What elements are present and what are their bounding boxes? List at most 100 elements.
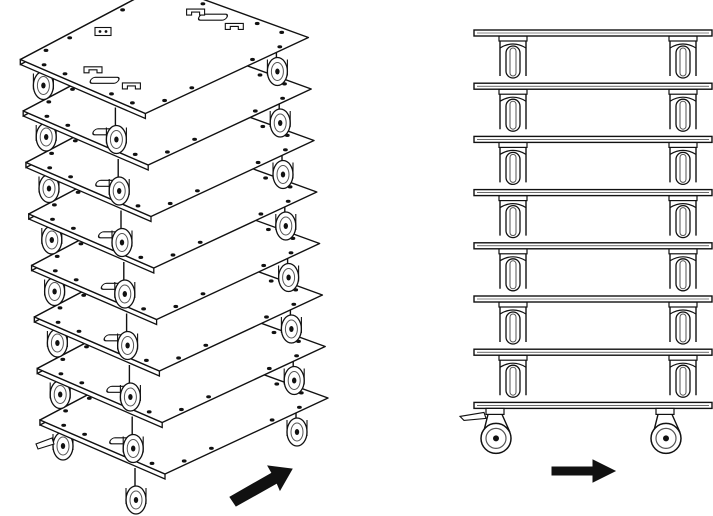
caster-wheel-tread — [485, 427, 507, 449]
caster-hub — [119, 239, 125, 246]
caster-wheel-tread — [290, 422, 304, 442]
caster-hub — [493, 435, 499, 442]
caster-hub — [125, 342, 130, 349]
caster-mount-plate — [668, 88, 698, 95]
caster-wheel-tread — [39, 127, 53, 147]
caster-wheel-edge — [675, 45, 691, 79]
bolt-hole — [76, 329, 82, 333]
caster-wheel-tread — [42, 179, 56, 198]
caster-wheel-tread — [509, 47, 517, 77]
caster-wheel-tread — [118, 284, 132, 304]
caster-mount-plate — [498, 354, 528, 361]
bolt-hole — [82, 432, 87, 436]
bolt-hole — [71, 226, 76, 230]
caster-hub — [289, 326, 294, 332]
push-direction-arrow-right — [551, 459, 617, 483]
caster-fork — [669, 94, 697, 130]
bolt-hole — [41, 63, 47, 67]
caster-fork — [125, 488, 147, 504]
platform-top — [19, 0, 310, 115]
caster-hub — [131, 445, 136, 452]
bolt-hole — [294, 354, 299, 358]
caster-fork-crown — [669, 309, 697, 315]
bolt-hole — [44, 114, 50, 118]
caster-fork — [114, 282, 136, 298]
bolt-hole — [55, 320, 61, 324]
caster-wheel-tread — [509, 100, 517, 130]
caster-wheel-tread — [679, 207, 687, 237]
bolt-hole — [257, 73, 263, 77]
caster-wheel-tread — [56, 436, 70, 456]
handle-slot — [89, 76, 120, 84]
caster-wheel-tread — [655, 427, 677, 449]
caster-fork-crown — [669, 43, 697, 49]
caster-fork-crown — [669, 256, 697, 262]
caster-wheel-edge — [505, 45, 521, 79]
bolt-hole — [252, 109, 258, 113]
caster-fork — [286, 420, 308, 436]
caster-fork — [669, 147, 697, 183]
bolt-hole — [86, 396, 92, 400]
caster-hub — [58, 391, 63, 398]
caster-fork — [499, 200, 527, 236]
caster-hub — [128, 394, 133, 400]
bolt-hole — [285, 199, 291, 203]
caster-fork — [275, 214, 297, 230]
bolt-hole — [280, 96, 285, 100]
caster-wheel-tread — [48, 282, 62, 301]
bolt-hole — [277, 45, 283, 49]
bolt-hole — [58, 372, 64, 376]
caster-wheel-edge — [505, 364, 521, 398]
bolt-hole — [206, 395, 212, 399]
caster-wheel-tread — [679, 313, 687, 343]
caster-wheel-tread — [53, 385, 67, 404]
caster-brake-pedal — [458, 411, 487, 421]
caster-hub — [49, 237, 54, 243]
caster-wheel-tread — [509, 260, 517, 290]
caster-fork — [111, 230, 133, 247]
bolt-hole — [195, 189, 200, 193]
caster-wheel-tread — [679, 260, 687, 290]
bolt-hole — [271, 330, 277, 335]
bolt-hole — [266, 227, 271, 232]
caster-fork-crown — [499, 43, 527, 49]
caster-fork — [499, 41, 527, 76]
bolt-hole — [176, 356, 182, 360]
bolt-hole — [268, 279, 274, 283]
caster-mount-plate — [668, 195, 698, 202]
bolt-hole — [173, 304, 179, 309]
caster-mount-plate — [498, 35, 528, 42]
caster-fork — [108, 179, 130, 195]
bolt-hole — [258, 212, 264, 216]
bolt-hole — [63, 409, 68, 413]
caster-hub — [52, 288, 57, 295]
bolt-hole — [179, 407, 184, 412]
caster-hub — [280, 171, 286, 178]
top-cutout — [121, 82, 141, 90]
caster-fork — [117, 333, 139, 350]
bolt-hole — [62, 72, 68, 76]
stacked-dolly-side — [473, 82, 713, 132]
stacked-dolly-side — [473, 135, 713, 186]
bolt-hole — [269, 418, 275, 422]
arrow-shape — [229, 465, 293, 507]
push-direction-arrow-diagonal — [229, 465, 293, 507]
caster-mount-plate — [498, 301, 528, 308]
caster-mount-plate — [498, 248, 528, 255]
bolt-hole — [263, 176, 268, 180]
caster-hub — [278, 120, 283, 126]
caster-hub — [122, 291, 128, 297]
caster-mount-plate — [668, 35, 698, 42]
caster-wheel-tread — [509, 153, 517, 183]
bolt-hole — [170, 253, 176, 257]
caster-fork — [122, 436, 144, 453]
bolt-hole — [57, 306, 63, 310]
bolt-hole — [189, 86, 195, 90]
caster-hub — [46, 185, 52, 192]
bolt-hole — [250, 57, 255, 62]
handle-slot — [197, 13, 228, 21]
caster-wheel-tread — [679, 153, 687, 183]
caster-fork — [119, 385, 141, 401]
caster-wheel-edge — [505, 204, 521, 239]
bolt-hole — [61, 423, 67, 427]
